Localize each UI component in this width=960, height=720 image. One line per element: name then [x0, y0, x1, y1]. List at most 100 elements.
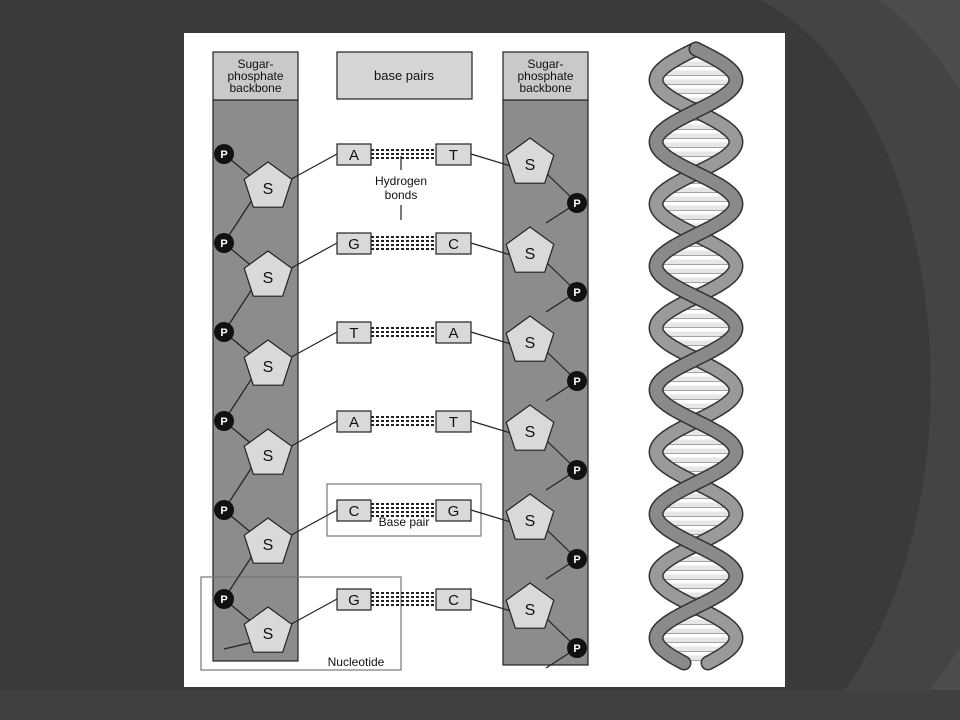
left-backbone-link [223, 641, 255, 650]
right-sugar-label: S [525, 424, 536, 441]
right-sugar-label: S [525, 335, 536, 352]
right-sugar-pentagon [505, 137, 555, 184]
right-sugar-pentagon [505, 493, 555, 540]
base-left-label: G [348, 236, 360, 253]
left-sugar-pentagon [243, 339, 293, 386]
left-sugar-label: S [263, 270, 274, 287]
left-sugar-label: S [263, 181, 274, 198]
left-sugar-pentagon [243, 250, 293, 297]
dna-figure: Sugar- phosphate backbone Sugar- phospha… [184, 33, 785, 687]
left-sugar-label: S [263, 359, 274, 376]
hydrogen-bonds-label-1: Hydrogen [375, 174, 427, 188]
nucleotide-label: Nucleotide [328, 655, 385, 669]
right-sugar-label: S [525, 157, 536, 174]
sugar-base-link [470, 331, 515, 346]
right-phosphate-circle [567, 282, 587, 302]
base-left-box [336, 410, 372, 433]
left-phosphate-label: P [220, 416, 227, 428]
sugar-base-link [283, 509, 338, 540]
left-phosphate-label: P [220, 327, 227, 339]
right-backbone-label-3: backbone [519, 81, 571, 95]
left-backbone-label-1: Sugar- [237, 57, 273, 71]
left-sugar-pentagon [243, 606, 293, 653]
right-sugar-label: S [525, 513, 536, 530]
left-sugar-label: S [263, 626, 274, 643]
right-sugar-pentagon [505, 404, 555, 451]
right-phosphate-label: P [573, 287, 580, 299]
left-sugar-pentagon [243, 517, 293, 564]
right-phosphate-label: P [573, 554, 580, 566]
base-right-label: C [448, 592, 459, 609]
hydrogen-bonds-label-2: bonds [385, 188, 418, 202]
base-left-box [336, 588, 372, 611]
left-phosphate-label: P [220, 505, 227, 517]
base-right-box [435, 410, 472, 433]
left-sugar-pentagon [243, 161, 293, 208]
base-pair-label: Base pair [379, 515, 430, 529]
base-right-label: A [448, 325, 458, 342]
nucleotide-highlight-box [200, 576, 402, 671]
left-backbone-label-2: phosphate [227, 69, 283, 83]
sugar-base-link [470, 509, 515, 524]
sugar-base-link [283, 420, 338, 451]
sugar-base-link [283, 331, 338, 362]
right-sugar-label: S [525, 602, 536, 619]
base-right-label: T [449, 414, 458, 431]
right-phosphate-label: P [573, 643, 580, 655]
base-left-box [336, 143, 372, 166]
base-right-box [435, 232, 472, 255]
right-phosphate-label: P [573, 465, 580, 477]
left-sugar-pentagon [243, 428, 293, 475]
base-left-box [336, 232, 372, 255]
left-phosphate-circle [214, 322, 234, 342]
dna-diagram: Sugar- phosphate backbone Sugar- phospha… [200, 41, 744, 671]
helix-strand-front [650, 43, 742, 669]
sugar-base-link [470, 242, 515, 257]
base-right-box [435, 143, 472, 166]
base-right-box [435, 588, 472, 611]
right-backbone-label-1: Sugar- [527, 57, 563, 71]
sugar-base-link [283, 153, 338, 184]
right-phosphate-circle [567, 460, 587, 480]
base-right-label: G [448, 503, 460, 520]
base-left-label: A [349, 147, 359, 164]
base-left-label: G [348, 592, 360, 609]
base-left-label: A [349, 414, 359, 431]
left-backbone-label-3: backbone [229, 81, 281, 95]
right-phosphate-label: P [573, 198, 580, 210]
left-sugar-label: S [263, 537, 274, 554]
left-phosphate-circle [214, 589, 234, 609]
left-phosphate-circle [214, 144, 234, 164]
right-sugar-pentagon [505, 226, 555, 273]
left-phosphate-circle [214, 500, 234, 520]
base-right-label: C [448, 236, 459, 253]
left-backbone-header [212, 51, 299, 101]
sugar-base-link [470, 153, 515, 168]
right-phosphate-circle [567, 193, 587, 213]
left-phosphate-circle [214, 411, 234, 431]
base-pairs-header-label: base pairs [374, 68, 434, 83]
right-backbone-header [502, 51, 589, 101]
base-pair-row: A T S S P P [214, 137, 587, 213]
double-helix-illustration [648, 41, 744, 671]
base-left-box [336, 499, 372, 522]
left-phosphate-label: P [220, 149, 227, 161]
sugar-base-link [470, 420, 515, 435]
base-left-label: T [349, 325, 358, 342]
base-pair-row: G C S S P P [214, 582, 587, 658]
left-phosphate-label: P [220, 238, 227, 250]
base-right-label: T [449, 147, 458, 164]
sugar-base-link [470, 598, 515, 613]
right-sugar-pentagon [505, 315, 555, 362]
right-sugar-label: S [525, 246, 536, 263]
sugar-base-link [283, 242, 338, 273]
base-pairs-header [336, 51, 473, 100]
base-left-box [336, 321, 372, 344]
left-phosphate-circle [214, 233, 234, 253]
right-phosphate-circle [567, 371, 587, 391]
base-right-box [435, 321, 472, 344]
base-right-box [435, 499, 472, 522]
left-phosphate-label: P [220, 594, 227, 606]
